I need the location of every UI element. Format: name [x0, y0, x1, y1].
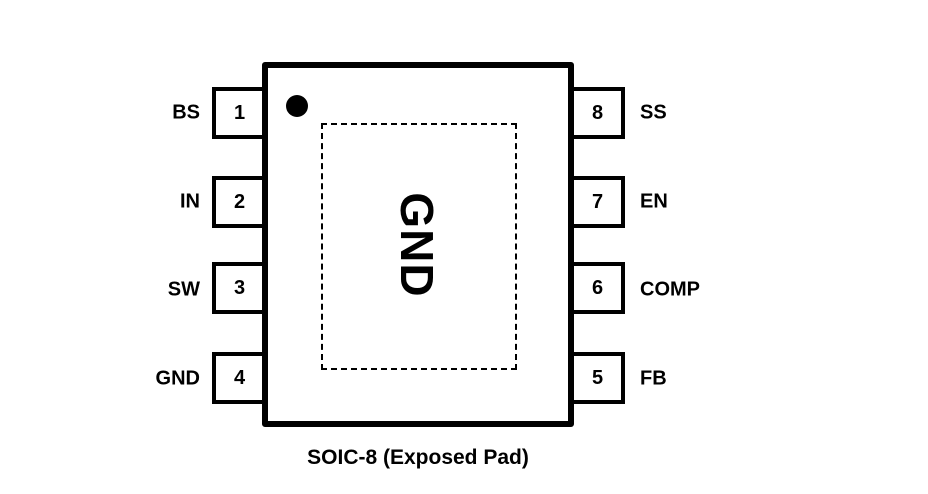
- pin-2-number: 2: [233, 190, 246, 213]
- pin-4-name: GND: [155, 367, 200, 390]
- pin-5-number: 5: [591, 366, 604, 389]
- pin-2-name: IN: [180, 190, 200, 213]
- pin-8-box: 8: [574, 87, 625, 139]
- pin-1-box: 1: [212, 87, 263, 139]
- pin-3-box: 3: [212, 262, 263, 314]
- pin-2-box: 2: [212, 176, 263, 228]
- pin-7-number: 7: [591, 190, 604, 213]
- package-caption: SOIC-8 (Exposed Pad): [307, 446, 529, 469]
- pin-4-box: 4: [212, 352, 263, 404]
- pin-4-number: 4: [233, 366, 246, 389]
- pin-6-box: 6: [574, 262, 625, 314]
- pin-5-name: FB: [640, 367, 667, 390]
- pin1-indicator-dot-icon: [286, 95, 308, 117]
- ic-package-body: [262, 62, 574, 427]
- pin-3-name: SW: [167, 278, 200, 301]
- pin-6-name: COMP: [640, 278, 700, 301]
- pin-8-number: 8: [591, 101, 604, 124]
- pin-1-name: BS: [172, 101, 200, 124]
- pin-3-number: 3: [233, 276, 246, 299]
- pin-6-number: 6: [591, 276, 604, 299]
- pin-8-name: SS: [640, 101, 667, 124]
- exposed-pad-label: GND: [391, 192, 443, 298]
- pin-7-box: 7: [574, 176, 625, 228]
- exposed-pad-outline: [321, 123, 517, 370]
- pin-1-number: 1: [233, 101, 246, 124]
- pin-7-name: EN: [640, 190, 668, 213]
- pin-5-box: 5: [574, 352, 625, 404]
